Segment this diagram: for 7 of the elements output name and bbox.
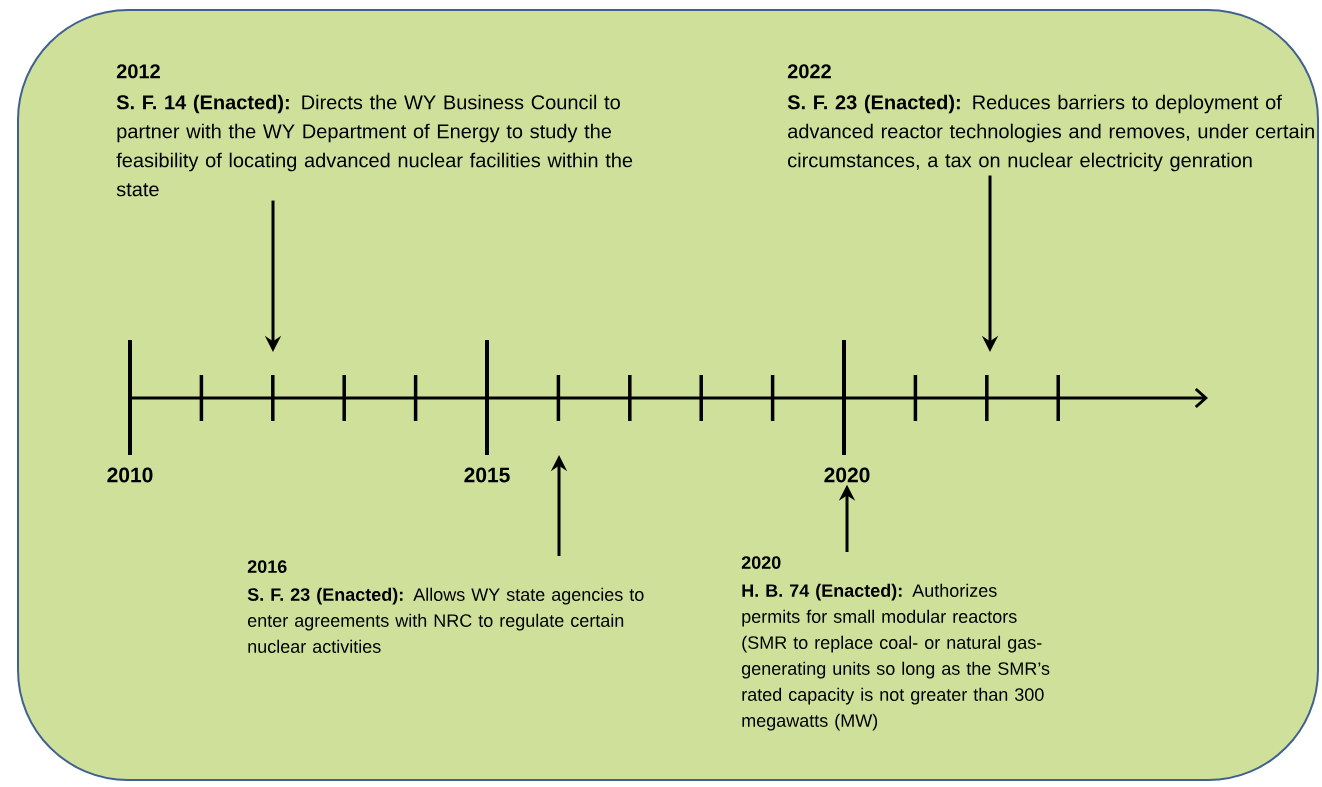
event-text: 2016 S. F. 23 (Enacted): Allows WY state agencies to enter agreements with NRC to regulate certain nuclear activities: [247, 560, 644, 653]
event-text: 2022 S. F. 23 (Enacted): Reduces barriers to deployment of advanced reactor technologies and removes, under certain circumstances, a tax on nuclear electricity genration: [787, 64, 1314, 172]
event-text: 2012 S. F. 14 (Enacted): Directs the WY Business Council to partner with the WY Department of Energy to study the feasibility of locating advanced nuclear facilities within the state: [116, 64, 633, 197]
year-label: 2010: [107, 467, 153, 483]
event-text: 2020 H. B. 74 (Enacted): Authorizes permits for small modular reactors (SMR to replace coal- or natural gas-generating units so long as the SMR’s rated capacity is not greater than 300 megawatts (MW): [741, 556, 1050, 731]
year-label: 2020: [824, 467, 870, 483]
year-label: 2015: [464, 467, 510, 483]
